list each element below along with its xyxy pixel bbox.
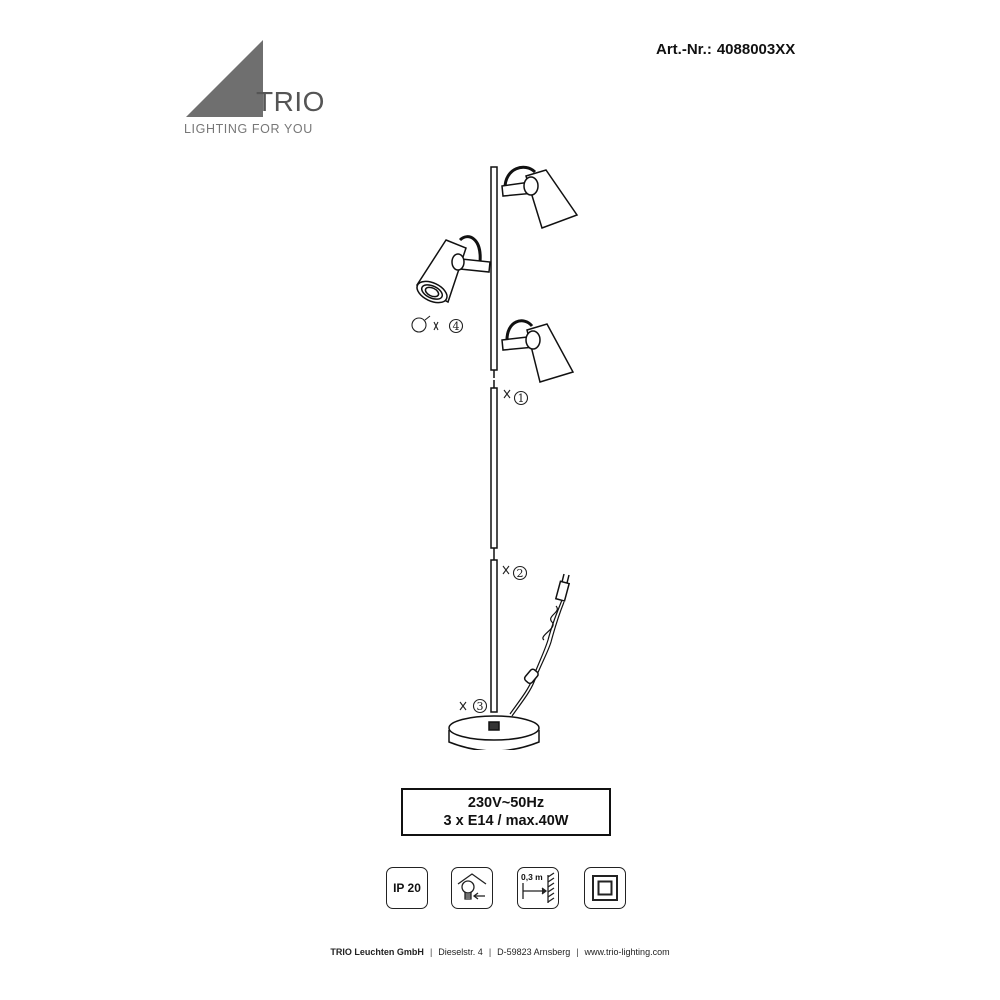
screwdriver-icon-3	[459, 701, 467, 711]
power-cable	[509, 573, 571, 717]
footer-company: TRIO Leuchten GmbH	[330, 947, 424, 957]
callout-2: 2	[517, 567, 524, 580]
bulb-replacement-icon	[451, 867, 493, 909]
footer-separator: |	[488, 947, 492, 957]
spotlight-top-right	[501, 165, 579, 229]
footer-city: D-59823 Arnsberg	[497, 947, 571, 957]
screwdriver-icon-1	[503, 389, 511, 399]
spotlight-middle-right	[501, 319, 575, 383]
footer-street: Dieselstr. 4	[438, 947, 483, 957]
screwdriver-icon-2	[502, 565, 510, 575]
spec-voltage: 230V~50Hz	[467, 795, 545, 811]
floor-lamp-drawing: 1 2 3 4	[411, 165, 579, 750]
spotlight-upper-left	[415, 235, 491, 304]
footer-separator: |	[429, 947, 433, 957]
middle-pole-segment	[490, 387, 498, 549]
callout-4: 4	[453, 320, 460, 333]
article-number-value: 4088003XX	[716, 41, 796, 58]
protection-class-ii-icon	[584, 867, 626, 909]
article-number-label: Art.-Nr.:	[656, 41, 712, 58]
spec-bulbs: 3 x E14 / max.40W	[443, 813, 569, 829]
distance-label: 0,3 m	[521, 872, 543, 882]
callout-1: 1	[518, 392, 525, 405]
electrical-spec-box: 230V~50Hz 3 x E14 / max.40W	[401, 788, 611, 836]
lamp-base	[448, 715, 540, 750]
callout-3: 3	[477, 700, 484, 713]
article-number: Art.-Nr.:4088003XX	[656, 42, 795, 57]
brand-name: TRIO	[256, 86, 325, 117]
ip-rating-symbol: IP 20	[386, 867, 428, 909]
footer-website: www.trio-lighting.com	[584, 947, 670, 957]
bulb-icon	[411, 317, 427, 333]
trio-logo-triangle	[186, 40, 263, 117]
screwdriver-icon-4	[433, 321, 439, 331]
footer-address: TRIO Leuchten GmbH | Dieselstr. 4 | D-59823 …	[0, 948, 1000, 957]
bulb-hand-icon	[457, 873, 487, 900]
upper-pole-segment	[490, 166, 498, 371]
footer-separator: |	[576, 947, 579, 957]
minimum-distance-symbol: 0,3 m	[517, 867, 559, 909]
lower-pole-segment	[490, 559, 498, 713]
brand-tagline: LIGHTING FOR YOU	[184, 122, 313, 136]
ip-rating-label: IP 20	[393, 881, 421, 895]
